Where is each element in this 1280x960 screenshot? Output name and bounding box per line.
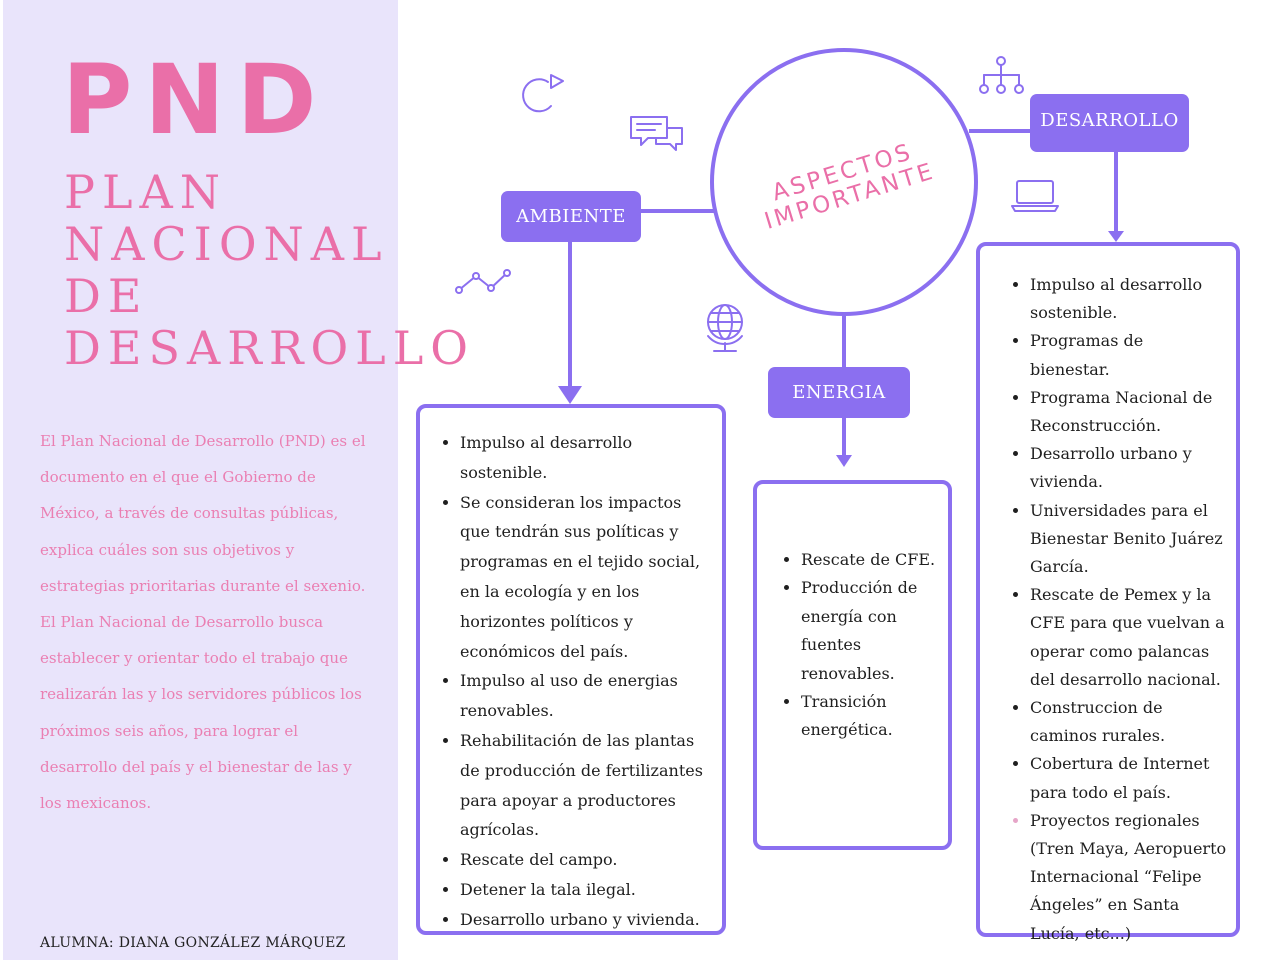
desarrollo-list: Impulso al desarrollo sostenible. Progra… [1010, 271, 1228, 948]
list-item: Cobertura de Internet para todo el país. [1030, 750, 1228, 806]
title-line: DE [64, 269, 149, 323]
description: El Plan Nacional de Desarrollo (PND) es … [40, 423, 370, 821]
arrowhead-desarrollo [1108, 231, 1124, 242]
energia-box: Rescate de CFE. Producción de energía co… [753, 480, 952, 850]
branch-label-desarrollo: DESARROLLO [1030, 94, 1189, 152]
description-paragraph: El Plan Nacional de Desarrollo busca est… [40, 613, 362, 813]
branch-label-ambiente: AMBIENTE [501, 191, 641, 242]
title-line: DESARROLLO [64, 321, 475, 375]
list-item: Transición energética. [801, 688, 940, 745]
list-item: Rescate de Pemex y la CFE para que vuelv… [1030, 581, 1228, 694]
energia-list: Rescate de CFE. Producción de energía co… [781, 546, 940, 745]
laptop-icon [1011, 180, 1059, 212]
list-item: Programa Nacional de Reconstrucción. [1030, 384, 1228, 440]
list-item: Rescate de CFE. [801, 546, 940, 574]
list-item: Producción de energía con fuentes renova… [801, 574, 940, 688]
globe-icon [707, 304, 743, 352]
ambiente-list: Impulso al desarrollo sostenible. Se con… [440, 428, 712, 935]
list-item: Universidades para el Bienestar Benito J… [1030, 497, 1228, 582]
list-item: Impulso al desarrollo sostenible. [1030, 271, 1228, 327]
refresh-icon [522, 74, 564, 113]
list-item: Rescate del campo. [460, 845, 712, 875]
list-item: Proyectos regionales (Tren Maya, Aeropue… [1030, 807, 1228, 948]
student-name: ALUMNA: DIANA GONZÁLEZ MÁRQUEZ [40, 935, 346, 951]
list-item: Desarrollo urbano y vivienda. [1030, 440, 1228, 496]
title-line: NACIONAL [64, 217, 389, 271]
full-title: PLAN NACIONAL DE DESARROLLO [64, 166, 475, 374]
list-item: Impulso al uso de energias renovables. [460, 666, 712, 726]
arrowheads [558, 231, 1124, 467]
list-item: Se consideran los impactos que tendrán s… [460, 488, 712, 667]
left-panel [0, 0, 398, 960]
center-circle [710, 48, 978, 316]
panel-edge [0, 0, 3, 960]
list-item: Programas de bienestar. [1030, 327, 1228, 383]
desarrollo-box: Impulso al desarrollo sostenible. Progra… [976, 242, 1240, 943]
line-graph-icon [455, 269, 511, 294]
hierarchy-icon [979, 56, 1024, 94]
branch-label-energia: ENERGIA [768, 367, 910, 418]
list-item: Rehabilitación de las plantas de producc… [460, 726, 712, 845]
description-paragraph: El Plan Nacional de Desarrollo (PND) es … [40, 432, 366, 595]
ambiente-box: Impulso al desarrollo sostenible. Se con… [416, 404, 726, 935]
list-item: Construccion de caminos rurales. [1030, 694, 1228, 750]
arrowhead-ambiente [558, 386, 582, 404]
acronym-title: PND [62, 44, 329, 156]
list-item: Detener la tala ilegal. [460, 875, 712, 905]
title-line: PLAN [64, 165, 227, 219]
list-item: Impulso al desarrollo sostenible. [460, 428, 712, 488]
arrowhead-energia [836, 455, 852, 467]
connectors [568, 129, 1118, 456]
chat-icon [630, 116, 683, 151]
list-item: Desarrollo urbano y vivienda. [460, 905, 712, 935]
